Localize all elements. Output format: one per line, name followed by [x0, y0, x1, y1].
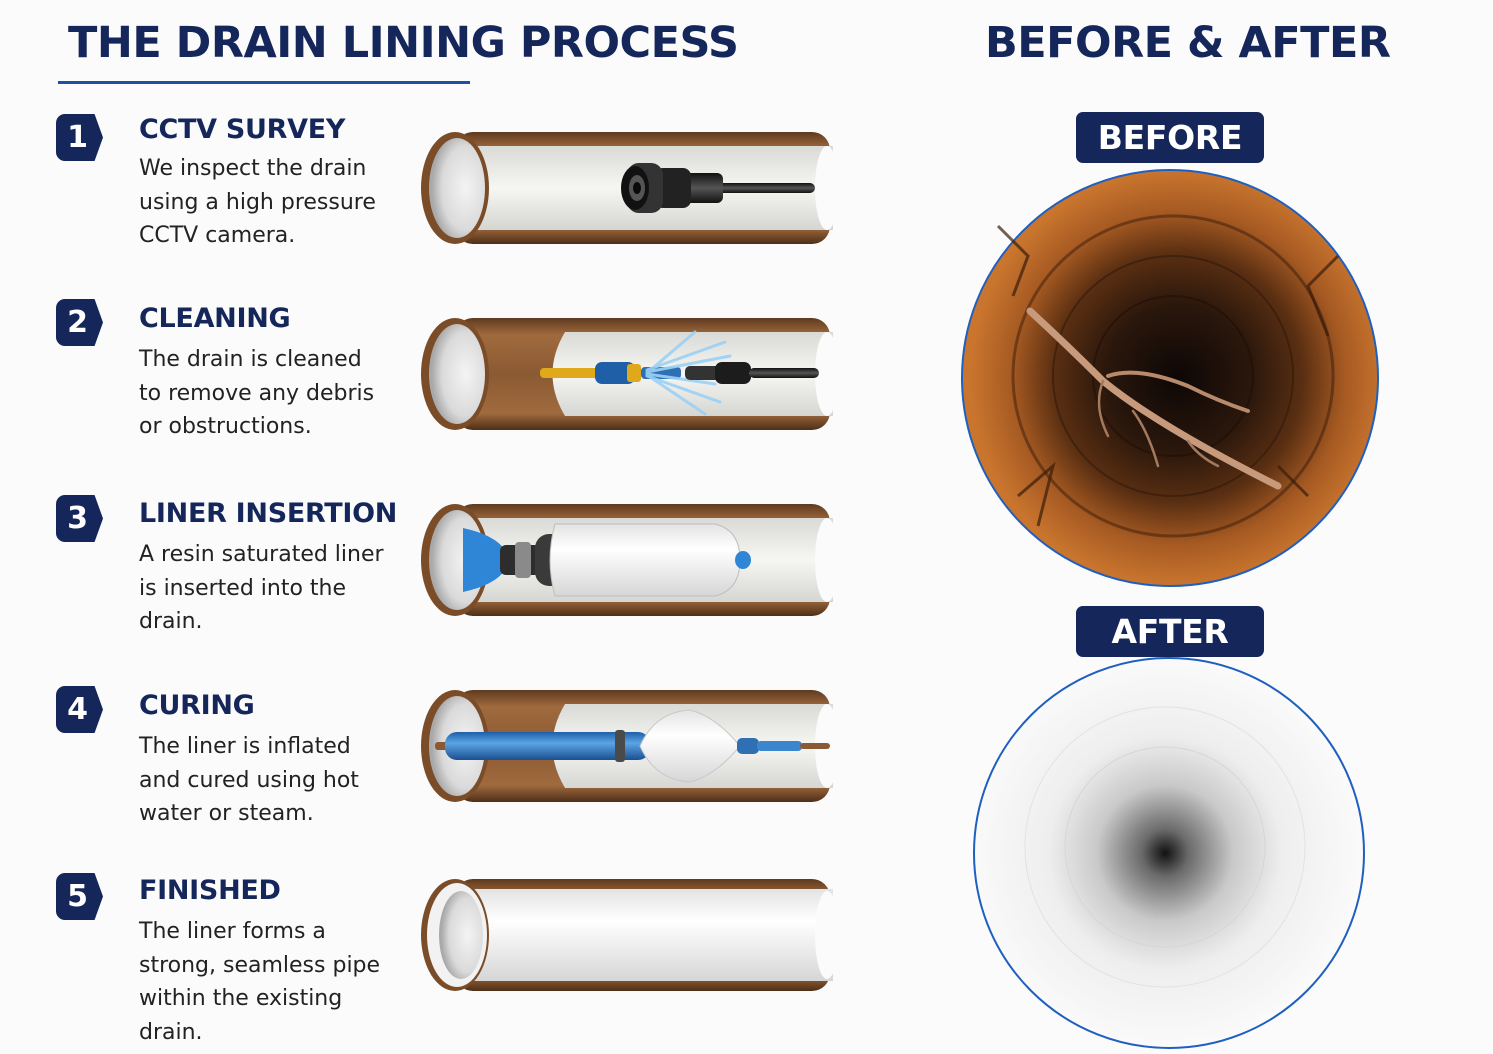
process-title: THE DRAIN LINING PROCESS: [68, 18, 739, 68]
title-underline: [58, 81, 470, 84]
after-pipe-view: [973, 657, 1365, 1049]
step-2-badge: 2: [56, 299, 103, 346]
after-label: AFTER: [1076, 606, 1264, 657]
curing-bladder-icon: [435, 709, 830, 783]
comparison-title: BEFORE & AFTER: [985, 18, 1391, 68]
step-5-badge: 5: [56, 873, 103, 920]
step-3-heading: LINER INSERTION: [139, 498, 398, 529]
liner-inversion-icon: [463, 523, 751, 597]
step-1-pipe-illustration: [421, 132, 839, 244]
step-4-pipe-illustration: [421, 690, 839, 802]
before-pipe-view: [961, 169, 1379, 587]
step-3-pipe-illustration: [421, 504, 839, 616]
step-3-badge: 3: [56, 495, 103, 542]
before-label: BEFORE: [1076, 112, 1264, 163]
step-1-badge: 1: [56, 114, 103, 161]
step-4-heading: CURING: [139, 690, 255, 721]
step-4-description: The liner is inflated and cured using ho…: [139, 734, 359, 826]
step-4-badge: 4: [56, 686, 103, 733]
step-2-pipe-illustration: [421, 318, 839, 430]
step-2-description: The drain is cleaned to remove any debri…: [139, 347, 375, 439]
step-1-heading: CCTV SURVEY: [139, 114, 346, 145]
step-2-heading: CLEANING: [139, 303, 291, 334]
step-3-description: A resin saturated liner is inserted into…: [139, 542, 384, 634]
step-5-pipe-illustration: [421, 879, 839, 991]
tree-root-icon: [1026, 307, 1282, 490]
step-5-description: The liner forms a strong, seamless pipe …: [139, 919, 381, 1045]
cctv-camera-icon: [621, 163, 815, 213]
jetting-nozzle-icon: [540, 330, 819, 416]
step-1-description: We inspect the drain using a high pressu…: [139, 156, 376, 248]
step-5-heading: FINISHED: [139, 875, 281, 906]
